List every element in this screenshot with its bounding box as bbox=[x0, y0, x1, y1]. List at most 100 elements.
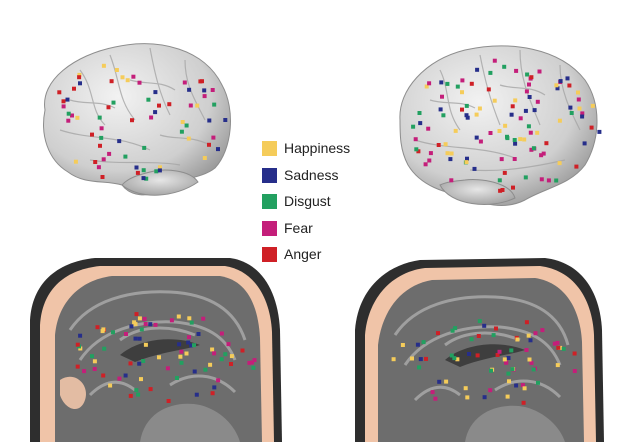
activation-dot bbox=[187, 87, 192, 92]
activation-dot bbox=[423, 162, 428, 167]
activation-dot bbox=[465, 156, 469, 161]
activation-dot bbox=[523, 108, 528, 113]
activation-dot bbox=[141, 176, 146, 181]
activation-dot bbox=[153, 110, 158, 115]
activation-dot bbox=[216, 147, 220, 152]
activation-dot bbox=[460, 90, 464, 95]
activation-dot bbox=[576, 97, 581, 102]
activation-dot bbox=[416, 149, 421, 154]
activation-dot bbox=[502, 357, 507, 362]
activation-dot bbox=[148, 322, 153, 327]
activation-dot bbox=[78, 81, 82, 86]
activation-dot bbox=[477, 319, 482, 324]
activation-dot bbox=[223, 118, 228, 122]
activation-dot bbox=[477, 106, 482, 111]
activation-dot bbox=[580, 114, 585, 119]
activation-dot bbox=[505, 394, 510, 399]
activation-dot bbox=[130, 118, 134, 123]
activation-dot bbox=[137, 361, 142, 366]
activation-dot bbox=[192, 369, 197, 374]
activation-dot bbox=[210, 391, 215, 396]
activation-dot bbox=[445, 81, 450, 86]
activation-dot bbox=[449, 151, 454, 156]
activation-dot bbox=[131, 74, 136, 79]
activation-dot bbox=[533, 331, 538, 336]
activation-dot bbox=[527, 95, 532, 99]
activation-dot bbox=[544, 141, 549, 146]
activation-dot bbox=[527, 82, 531, 87]
activation-dot bbox=[111, 330, 115, 335]
activation-dot bbox=[526, 124, 531, 129]
activation-dot bbox=[216, 378, 221, 383]
activation-dot bbox=[486, 87, 491, 92]
activation-dot bbox=[101, 63, 106, 68]
activation-dot bbox=[590, 103, 595, 108]
emotion-legend: Happiness Sadness Disgust Fear Anger bbox=[262, 138, 392, 271]
activation-dot bbox=[75, 364, 80, 369]
legend-item-sadness: Sadness bbox=[262, 165, 392, 192]
activation-dot bbox=[124, 332, 128, 336]
activation-dot bbox=[180, 120, 185, 124]
activation-dot bbox=[75, 342, 80, 347]
activation-dot bbox=[495, 353, 500, 357]
legend-label: Fear bbox=[284, 219, 313, 236]
activation-dot bbox=[492, 98, 497, 103]
activation-dot bbox=[250, 360, 254, 365]
activation-dot bbox=[555, 363, 560, 368]
activation-dot bbox=[436, 331, 440, 336]
activation-dot bbox=[117, 376, 122, 381]
activation-dot bbox=[561, 346, 566, 351]
activation-dot bbox=[440, 94, 444, 99]
activation-dot bbox=[90, 132, 94, 137]
activation-dot bbox=[141, 359, 146, 363]
activation-dot bbox=[247, 360, 252, 365]
activation-dot bbox=[524, 89, 529, 94]
activation-dot bbox=[189, 320, 194, 325]
activation-dot bbox=[443, 142, 448, 147]
activation-dot bbox=[527, 357, 532, 362]
activation-dot bbox=[529, 360, 534, 365]
activation-dot bbox=[75, 115, 80, 120]
legend-swatch bbox=[262, 167, 277, 183]
activation-dot bbox=[125, 78, 130, 83]
activation-dot bbox=[90, 354, 94, 359]
activation-dot bbox=[223, 352, 228, 357]
legend-label: Happiness bbox=[284, 140, 351, 156]
activation-dot bbox=[557, 118, 562, 123]
activation-dot bbox=[165, 366, 170, 371]
activation-dot bbox=[514, 383, 519, 388]
activation-dot bbox=[70, 113, 74, 118]
activation-dot bbox=[521, 400, 526, 405]
activation-dot bbox=[567, 83, 572, 88]
activation-dot bbox=[186, 340, 191, 345]
activation-dot bbox=[536, 380, 540, 385]
activation-dot bbox=[513, 141, 518, 146]
activation-dot bbox=[565, 76, 570, 81]
left-sagittal-slice bbox=[30, 258, 282, 442]
legend-item-happiness: Happiness bbox=[262, 138, 392, 165]
activation-dot bbox=[148, 387, 153, 392]
activation-dot bbox=[72, 86, 76, 91]
activation-dot bbox=[176, 314, 181, 319]
activation-dot bbox=[554, 83, 559, 88]
activation-dot bbox=[108, 383, 113, 388]
activation-dot bbox=[453, 128, 458, 133]
activation-dot bbox=[465, 115, 470, 120]
activation-dot bbox=[510, 367, 515, 372]
activation-dot bbox=[415, 342, 420, 347]
activation-dot bbox=[472, 166, 477, 171]
activation-dot bbox=[597, 129, 602, 134]
activation-dot bbox=[475, 67, 480, 72]
activation-dot bbox=[569, 111, 574, 115]
activation-dot bbox=[182, 80, 187, 85]
activation-dot bbox=[187, 335, 191, 340]
activation-dot bbox=[208, 362, 213, 367]
activation-dot bbox=[92, 359, 97, 364]
activation-dot bbox=[117, 139, 122, 144]
activation-dot bbox=[192, 343, 196, 348]
activation-dot bbox=[229, 354, 234, 359]
activation-dot bbox=[464, 160, 469, 165]
activation-dot bbox=[474, 112, 479, 117]
activation-dot bbox=[556, 345, 561, 350]
